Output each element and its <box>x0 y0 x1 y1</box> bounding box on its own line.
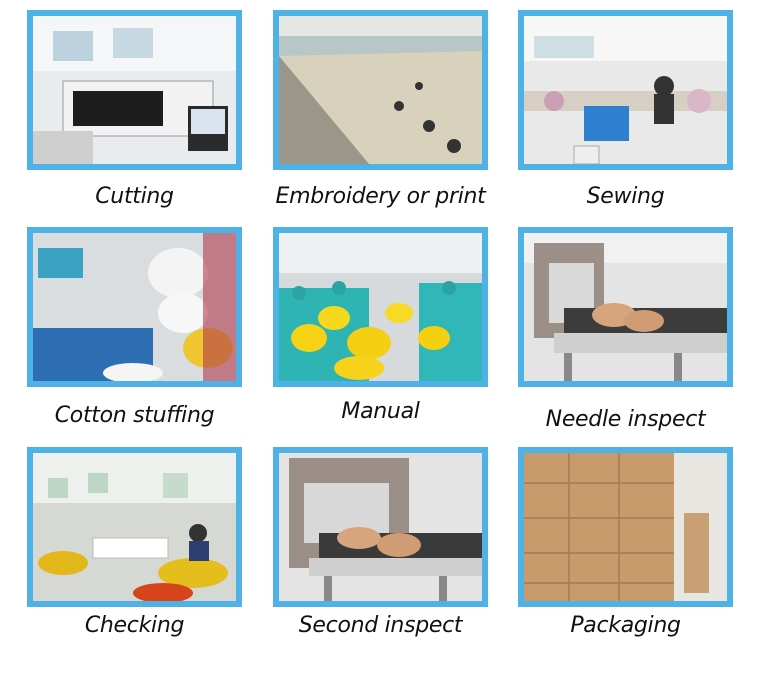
cutting-label: Cutting <box>95 184 174 209</box>
packaging-label: Packaging <box>570 613 681 638</box>
cutting-photo <box>27 10 242 170</box>
embroidery-label: Embroidery or print <box>275 184 486 209</box>
sewing-label: Sewing <box>586 184 665 209</box>
cotton-stuffing-label: Cotton stuffing <box>54 403 215 428</box>
needle-inspect-label: Needle inspect <box>545 407 706 432</box>
sewing-photo <box>518 10 733 170</box>
second-inspect-photo <box>273 447 488 607</box>
needle-inspect-photo <box>518 227 733 387</box>
manual-label: Manual <box>341 399 420 424</box>
manual-photo <box>273 227 488 387</box>
checking-label: Checking <box>84 613 185 638</box>
cotton-stuffing-photo <box>27 227 242 387</box>
checking-photo <box>27 447 242 607</box>
embroidery-photo <box>273 10 488 170</box>
packaging-photo <box>518 447 733 607</box>
second-inspect-label: Second inspect <box>298 613 463 638</box>
